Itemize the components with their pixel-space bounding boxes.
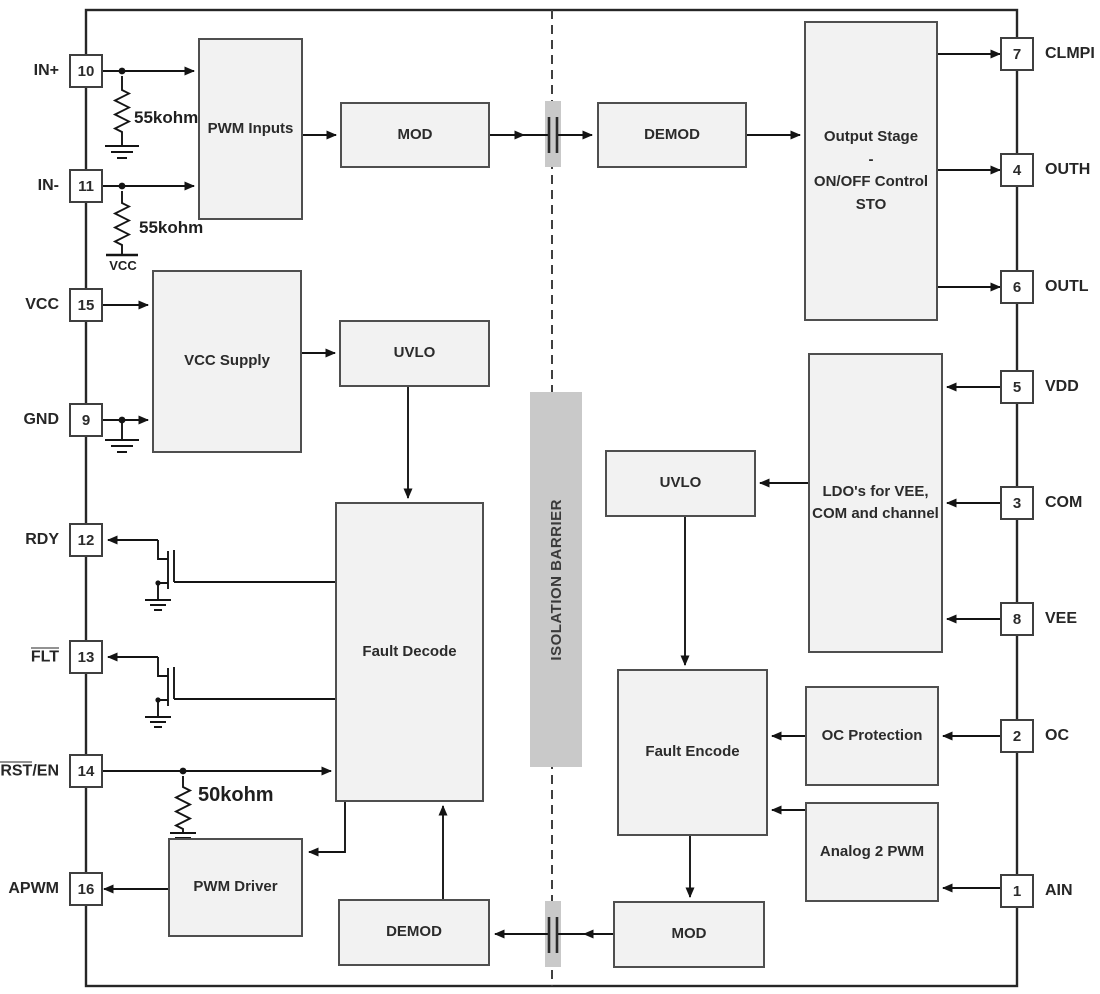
- block-vcc-supply: VCC Supply: [152, 270, 302, 453]
- block-demod-top: DEMOD: [597, 102, 747, 168]
- block-uvlo-left: UVLO: [339, 320, 490, 387]
- pin-name: FLT: [30, 647, 59, 667]
- block-uvlo-right: UVLO: [605, 450, 756, 517]
- pin-vcc: VCC 15: [25, 288, 103, 322]
- pin-number: 13: [69, 640, 103, 674]
- pin-number: 11: [69, 169, 103, 203]
- pin-number: 7: [1000, 37, 1034, 71]
- pin-outl: 6 OUTL: [1000, 270, 1089, 304]
- pin-name: VCC: [25, 296, 59, 313]
- pin-name: IN+: [33, 62, 59, 79]
- capacitor-icon-top: [547, 117, 559, 153]
- pin-number: 5: [1000, 370, 1034, 404]
- pin-name: OC: [1045, 727, 1069, 744]
- pin-name: OUTL: [1045, 278, 1089, 295]
- nmos-icon-rdy: [157, 540, 335, 600]
- vcc-rail-label: VCC: [109, 258, 137, 273]
- pin-number: 10: [69, 54, 103, 88]
- resistor-icon-in-minus: [112, 191, 132, 254]
- pin-apwm: APWM 16: [8, 872, 103, 906]
- ground-icon-rdy-fet: [145, 599, 171, 611]
- pin-number: 4: [1000, 153, 1034, 187]
- pin-oc: 2 OC: [1000, 719, 1069, 753]
- pin-in-minus: IN- 11: [38, 169, 103, 203]
- nmos-icon-flt: [157, 657, 335, 717]
- block-output-stage: Output Stage - ON/OFF Control STO: [804, 21, 938, 321]
- pin-number: 15: [69, 288, 103, 322]
- pin-name: AIN: [1045, 882, 1073, 899]
- block-ldo: LDO's for VEE, COM and channel: [808, 353, 943, 653]
- block-mod-bottom: MOD: [613, 901, 765, 968]
- pin-name: COM: [1045, 494, 1083, 511]
- pin-vee: 8 VEE: [1000, 602, 1077, 636]
- block-pwm-driver: PWM Driver: [168, 838, 303, 937]
- pin-number: 14: [69, 754, 103, 788]
- resistor-value-in-plus: 55kohm: [134, 108, 199, 127]
- resistor-icon-in-plus: [112, 76, 132, 146]
- pin-clmpi: 7 CLMPI: [1000, 37, 1095, 71]
- pin-name: CLMPI: [1045, 45, 1095, 62]
- pin-ain: 1 AIN: [1000, 874, 1073, 908]
- pin-name: APWM: [8, 880, 59, 897]
- pin-name: GND: [23, 411, 59, 428]
- pin-number: 6: [1000, 270, 1034, 304]
- resistor-value-in-minus: 55kohm: [139, 218, 204, 237]
- pin-number: 16: [69, 872, 103, 906]
- block-analog-2-pwm: Analog 2 PWM: [805, 802, 939, 902]
- pin-rdy: RDY 12: [25, 523, 103, 557]
- junction-dots: [118, 67, 187, 775]
- pin-flt: FLT 13: [30, 640, 103, 674]
- pin-number: 8: [1000, 602, 1034, 636]
- overline-text: RST: [0, 761, 33, 780]
- resistor-value-rst: 50kohm: [198, 784, 274, 806]
- resistor-icon-rst: [173, 776, 193, 832]
- pin-number: 3: [1000, 486, 1034, 520]
- block-mod-top: MOD: [340, 102, 490, 168]
- pin-in-plus: IN+ 10: [34, 54, 103, 88]
- overline-text: FLT: [30, 647, 59, 666]
- pin-number: 9: [69, 403, 103, 437]
- block-fault-decode: Fault Decode: [335, 502, 484, 802]
- block-oc-protection: OC Protection: [805, 686, 939, 786]
- ground-icon-flt-fet: [145, 716, 171, 728]
- block-pwm-inputs: PWM Inputs: [198, 38, 303, 220]
- pin-name: OUTH: [1045, 161, 1091, 178]
- pin-gnd: GND 9: [23, 403, 103, 437]
- pin-name: RST/EN: [0, 761, 59, 781]
- ground-icon-in-plus: [105, 145, 139, 159]
- plain-text: /EN: [32, 762, 59, 780]
- pin-com: 3 COM: [1000, 486, 1082, 520]
- pin-name: IN-: [37, 177, 59, 194]
- pin-name: RDY: [25, 531, 59, 548]
- pin-outh: 4 OUTH: [1000, 153, 1090, 187]
- capacitor-icon-bottom: [547, 917, 559, 953]
- isolation-cap-pad-top: [545, 101, 561, 167]
- pin-name: VDD: [1045, 378, 1079, 395]
- block-fault-encode: Fault Encode: [617, 669, 768, 836]
- block-demod-bottom: DEMOD: [338, 899, 490, 966]
- pin-number: 12: [69, 523, 103, 557]
- pin-number: 1: [1000, 874, 1034, 908]
- ground-icon-gnd-pin: [105, 420, 139, 453]
- pin-name: VEE: [1045, 610, 1078, 627]
- pin-vdd: 5 VDD: [1000, 370, 1079, 404]
- isolation-barrier: ISOLATION BARRIER: [530, 392, 582, 767]
- isolation-barrier-label: ISOLATION BARRIER: [547, 498, 565, 661]
- pin-number: 2: [1000, 719, 1034, 753]
- pin-rst-en: RST/EN 14: [0, 754, 103, 788]
